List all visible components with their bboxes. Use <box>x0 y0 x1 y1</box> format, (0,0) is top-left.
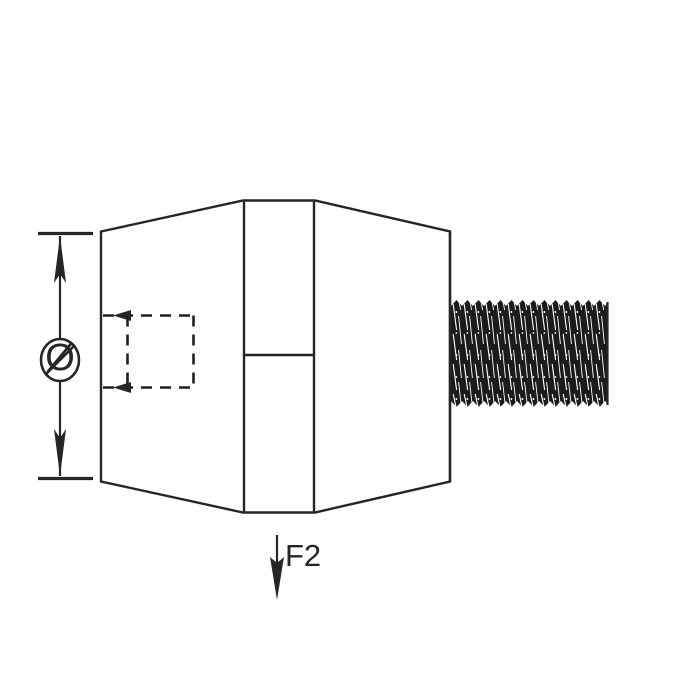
hidden-internal-feature <box>103 310 195 393</box>
thread-hatch-fill <box>451 300 608 407</box>
body-outline-path <box>99 199 452 514</box>
diameter-dimension: Ø <box>38 231 93 481</box>
threaded-shaft <box>451 300 609 407</box>
force-annotation-f2: F2 <box>270 535 321 600</box>
hidden-feature-arrow-bottom <box>113 382 131 393</box>
hidden-feature-arrow-top <box>113 310 131 321</box>
force-label-f2: F2 <box>285 538 321 573</box>
thread-pattern-group <box>451 300 608 407</box>
dimension-arrowhead-down <box>54 429 66 476</box>
fastener-body <box>99 199 452 514</box>
force-arrow-head <box>270 557 284 600</box>
diameter-symbol-group <box>39 337 81 383</box>
diameter-label: Ø <box>45 337 75 379</box>
dimension-arrowhead-up <box>54 236 66 283</box>
diameter-slash <box>44 344 76 376</box>
